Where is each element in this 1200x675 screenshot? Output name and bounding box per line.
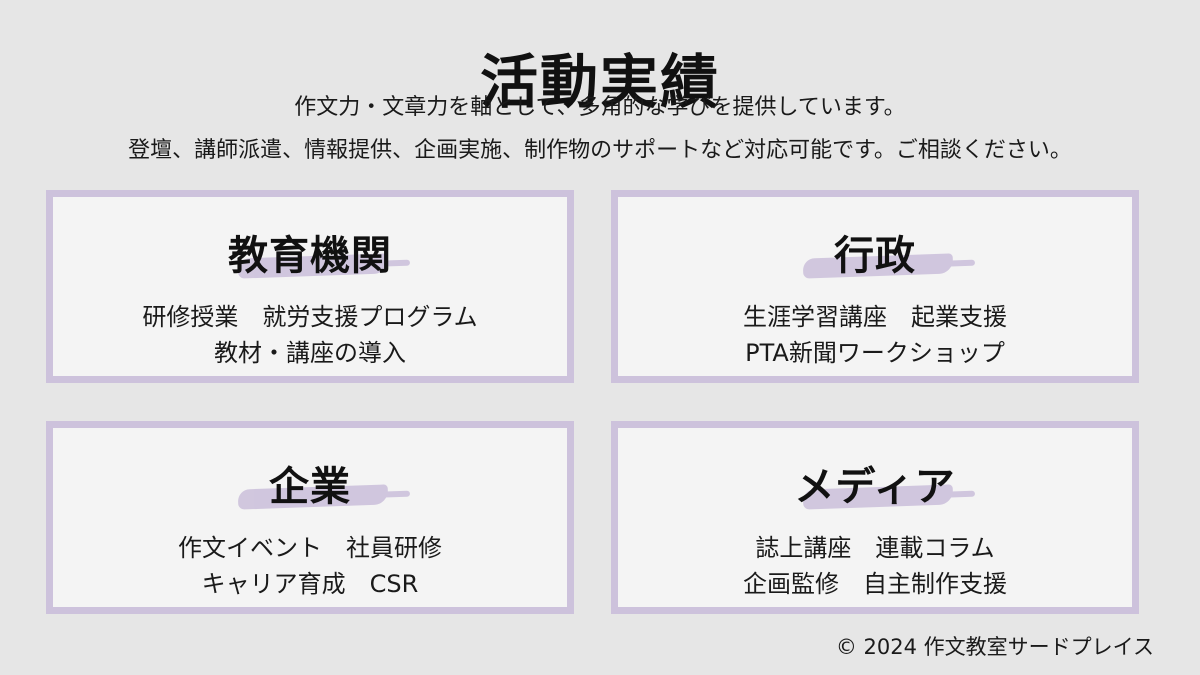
card-media: メディア 誌上講座 連載コラム 企画監修 自主制作支援 (611, 421, 1139, 614)
card-text-line-1: 研修授業 就労支援プログラム (142, 303, 478, 331)
page-title: 活動実績 (479, 47, 720, 116)
card-corporate: 企業 作文イベント 社員研修 キャリア育成 CSR (46, 421, 574, 614)
card-education: 教育機関 研修授業 就労支援プログラム 教材・講座の導入 (46, 190, 574, 383)
card-text-line-1: 生涯学習講座 起業支援 (743, 303, 1007, 331)
card-heading: 教育機関 (53, 230, 567, 282)
card-title: 教育機関 (228, 233, 392, 279)
card-title: 企業 (269, 464, 351, 510)
card-text-line-2: PTA新聞ワークショップ (745, 339, 1005, 367)
card-government: 行政 生涯学習講座 起業支援 PTA新聞ワークショップ (611, 190, 1139, 383)
card-text-line-1: 作文イベント 社員研修 (178, 534, 442, 562)
subtitle-line-1: 作文力・文章力を軸として、多角的な学びを提供しています。 (294, 95, 906, 120)
card-title: メディア (794, 464, 956, 510)
card-title: 行政 (834, 233, 916, 279)
subtitle-line-2: 登壇、講師派遣、情報提供、企画実施、制作物のサポートなど対応可能です。ご相談くだ… (128, 138, 1072, 163)
card-text-line-2: 企画監修 自主制作支援 (743, 570, 1007, 598)
copyright-notice: © 2024 作文教室サードプレイス (835, 635, 1154, 659)
card-heading: 企業 (53, 461, 567, 513)
card-heading: メディア (618, 461, 1132, 513)
card-heading: 行政 (618, 230, 1132, 282)
card-text-line-2: 教材・講座の導入 (214, 339, 406, 367)
card-text-line-2: キャリア育成 CSR (201, 570, 419, 598)
card-text-line-1: 誌上講座 連載コラム (755, 534, 995, 562)
